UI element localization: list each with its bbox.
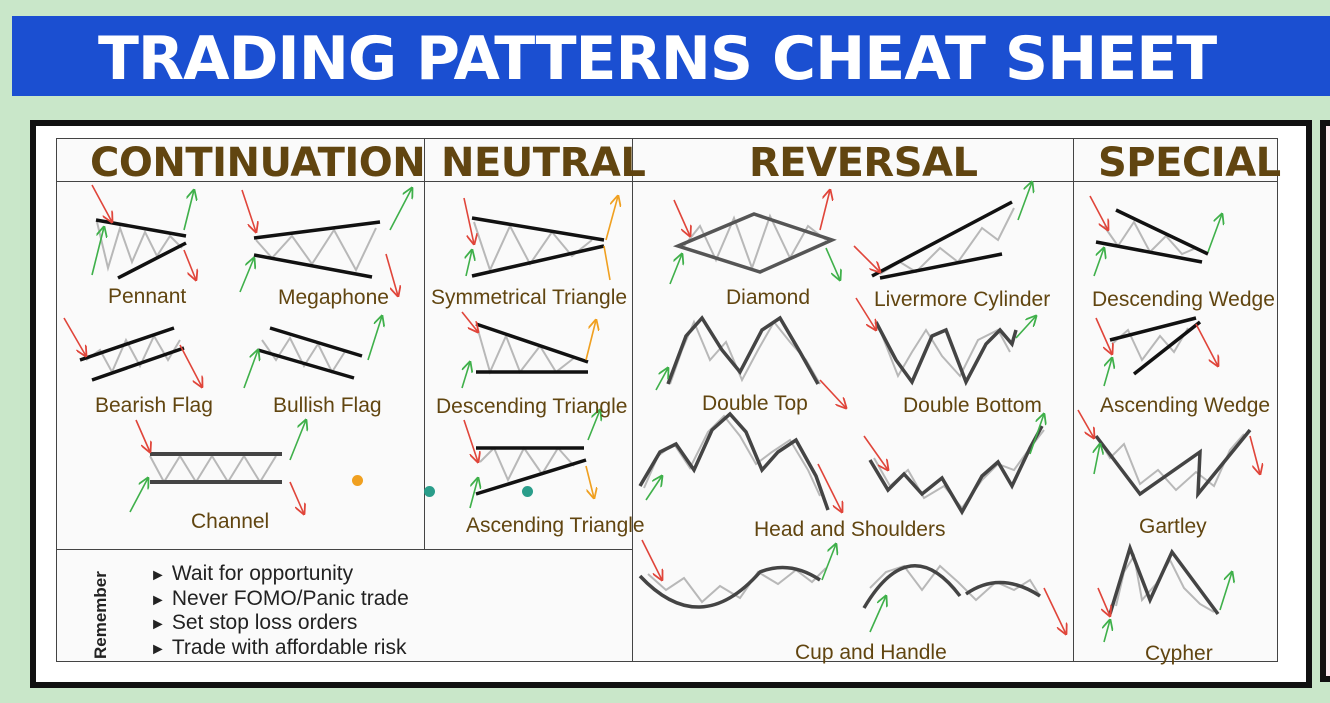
bullish-flag-icon — [243, 316, 382, 389]
bearish-flag-icon — [63, 317, 202, 387]
title-banner: TRADING PATTERNS CHEAT SHEET — [12, 16, 1330, 96]
double-top-icon — [655, 315, 846, 408]
page-title: TRADING PATTERNS CHEAT SHEET — [98, 24, 1217, 94]
next-panel-edge — [1320, 120, 1330, 682]
double-bottom-icon — [855, 297, 1036, 387]
section-title-reversal: REVERSAL — [749, 140, 978, 186]
bullet-arrow-icon: ► — [150, 616, 166, 633]
pattern-label-double-bottom: Double Bottom — [903, 394, 1042, 417]
decorative-dot-teal — [424, 486, 435, 497]
tip-item: ► Wait for opportunity — [150, 562, 409, 588]
pattern-label-gartley: Gartley — [1139, 515, 1207, 538]
divider-reversal-special — [1073, 138, 1074, 662]
tip-item: ► Never FOMO/Panic trade — [150, 586, 409, 613]
bullet-arrow-icon: ► — [150, 591, 166, 609]
pattern-label-head-and-shoulders: Head and Shoulders — [754, 518, 946, 541]
cypher-icon — [1097, 542, 1232, 643]
tip-text: Trade with affordable risk — [171, 635, 407, 659]
pattern-label-megaphone: Megaphone — [278, 286, 389, 309]
pattern-label-ascending-triangle: Ascending Triangle — [466, 514, 645, 537]
livermore-cylinder-icon — [853, 182, 1032, 280]
section-title-neutral: NEUTRAL — [441, 140, 646, 186]
pattern-label-descending-wedge: Descending Wedge — [1092, 288, 1275, 311]
remember-tips: ► Wait for opportunity ► Never FOMO/Panic … — [150, 562, 409, 662]
gartley-icon — [1077, 409, 1260, 500]
tip-item: ► Set stop loss orders — [150, 611, 409, 637]
pattern-label-diamond: Diamond — [726, 286, 811, 309]
pattern-label-pennant: Pennant — [108, 285, 187, 308]
divider-continuation-neutral — [424, 138, 425, 550]
descending-wedge-icon — [1089, 195, 1222, 277]
pattern-label-cypher: Cypher — [1145, 642, 1213, 665]
tip-text: Never FOMO/Panic trade — [171, 586, 409, 610]
pattern-label-bullish-flag: Bullish Flag — [273, 394, 382, 417]
head-and-shoulders-icon — [638, 414, 1044, 516]
tip-text: Set stop loss orders — [171, 611, 358, 634]
remember-divider — [56, 549, 633, 550]
section-title-special: SPECIAL — [1098, 140, 1281, 186]
pattern-label-bearish-flag: Bearish Flag — [95, 394, 213, 417]
divider-neutral-reversal — [632, 138, 633, 662]
pattern-label-ascending-wedge: Ascending Wedge — [1100, 394, 1271, 417]
remember-label: Remember — [91, 571, 110, 659]
megaphone-icon — [239, 188, 412, 296]
ascending-triangle-icon — [463, 410, 600, 509]
decorative-dot-orange — [352, 475, 363, 486]
pattern-label-livermore-cylinder: Livermore Cylinder — [874, 288, 1051, 311]
header-row-divider — [56, 181, 1278, 182]
bullet-arrow-icon: ► — [150, 567, 166, 584]
decorative-dot-teal — [522, 486, 533, 497]
tip-text: Wait for opportunity — [171, 562, 354, 585]
diamond-icon — [669, 190, 840, 285]
pattern-label-descending-triangle: Descending Triangle — [436, 395, 628, 418]
section-title-continuation: CONTINUATION — [90, 140, 426, 186]
tip-item: ► Trade with affordable risk — [150, 635, 409, 662]
pennant-icon — [91, 184, 196, 280]
channel-icon — [129, 420, 306, 514]
pattern-label-cup-and-handle: Cup and Handle — [795, 641, 947, 664]
cup-and-handle-icon — [638, 539, 1066, 634]
pattern-label-symmetrical-triangle: Symmetrical Triangle — [431, 286, 628, 309]
bullet-arrow-icon: ► — [150, 640, 166, 658]
symmetrical-triangle-icon — [463, 196, 618, 281]
pattern-label-double-top: Double Top — [702, 392, 808, 415]
ascending-wedge-icon — [1095, 316, 1218, 387]
descending-triangle-icon — [461, 311, 596, 389]
pattern-label-channel: Channel — [191, 510, 270, 533]
pattern-grid — [56, 138, 1278, 662]
